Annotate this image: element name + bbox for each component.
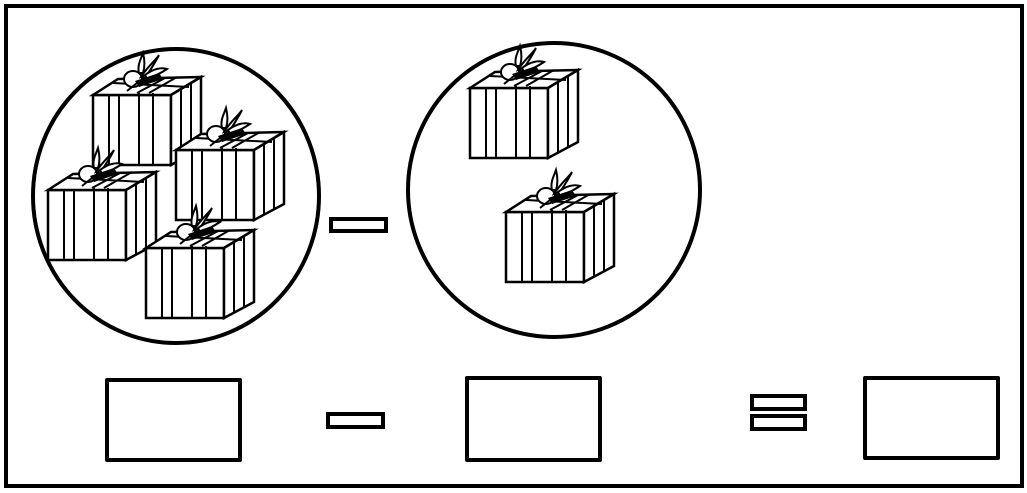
result-box[interactable] bbox=[863, 376, 1000, 460]
second-number-box[interactable] bbox=[465, 376, 602, 462]
first-number-box[interactable] bbox=[105, 378, 242, 462]
minus-icon bbox=[329, 217, 388, 233]
worksheet-border bbox=[4, 4, 1024, 488]
minus-icon bbox=[326, 412, 385, 429]
